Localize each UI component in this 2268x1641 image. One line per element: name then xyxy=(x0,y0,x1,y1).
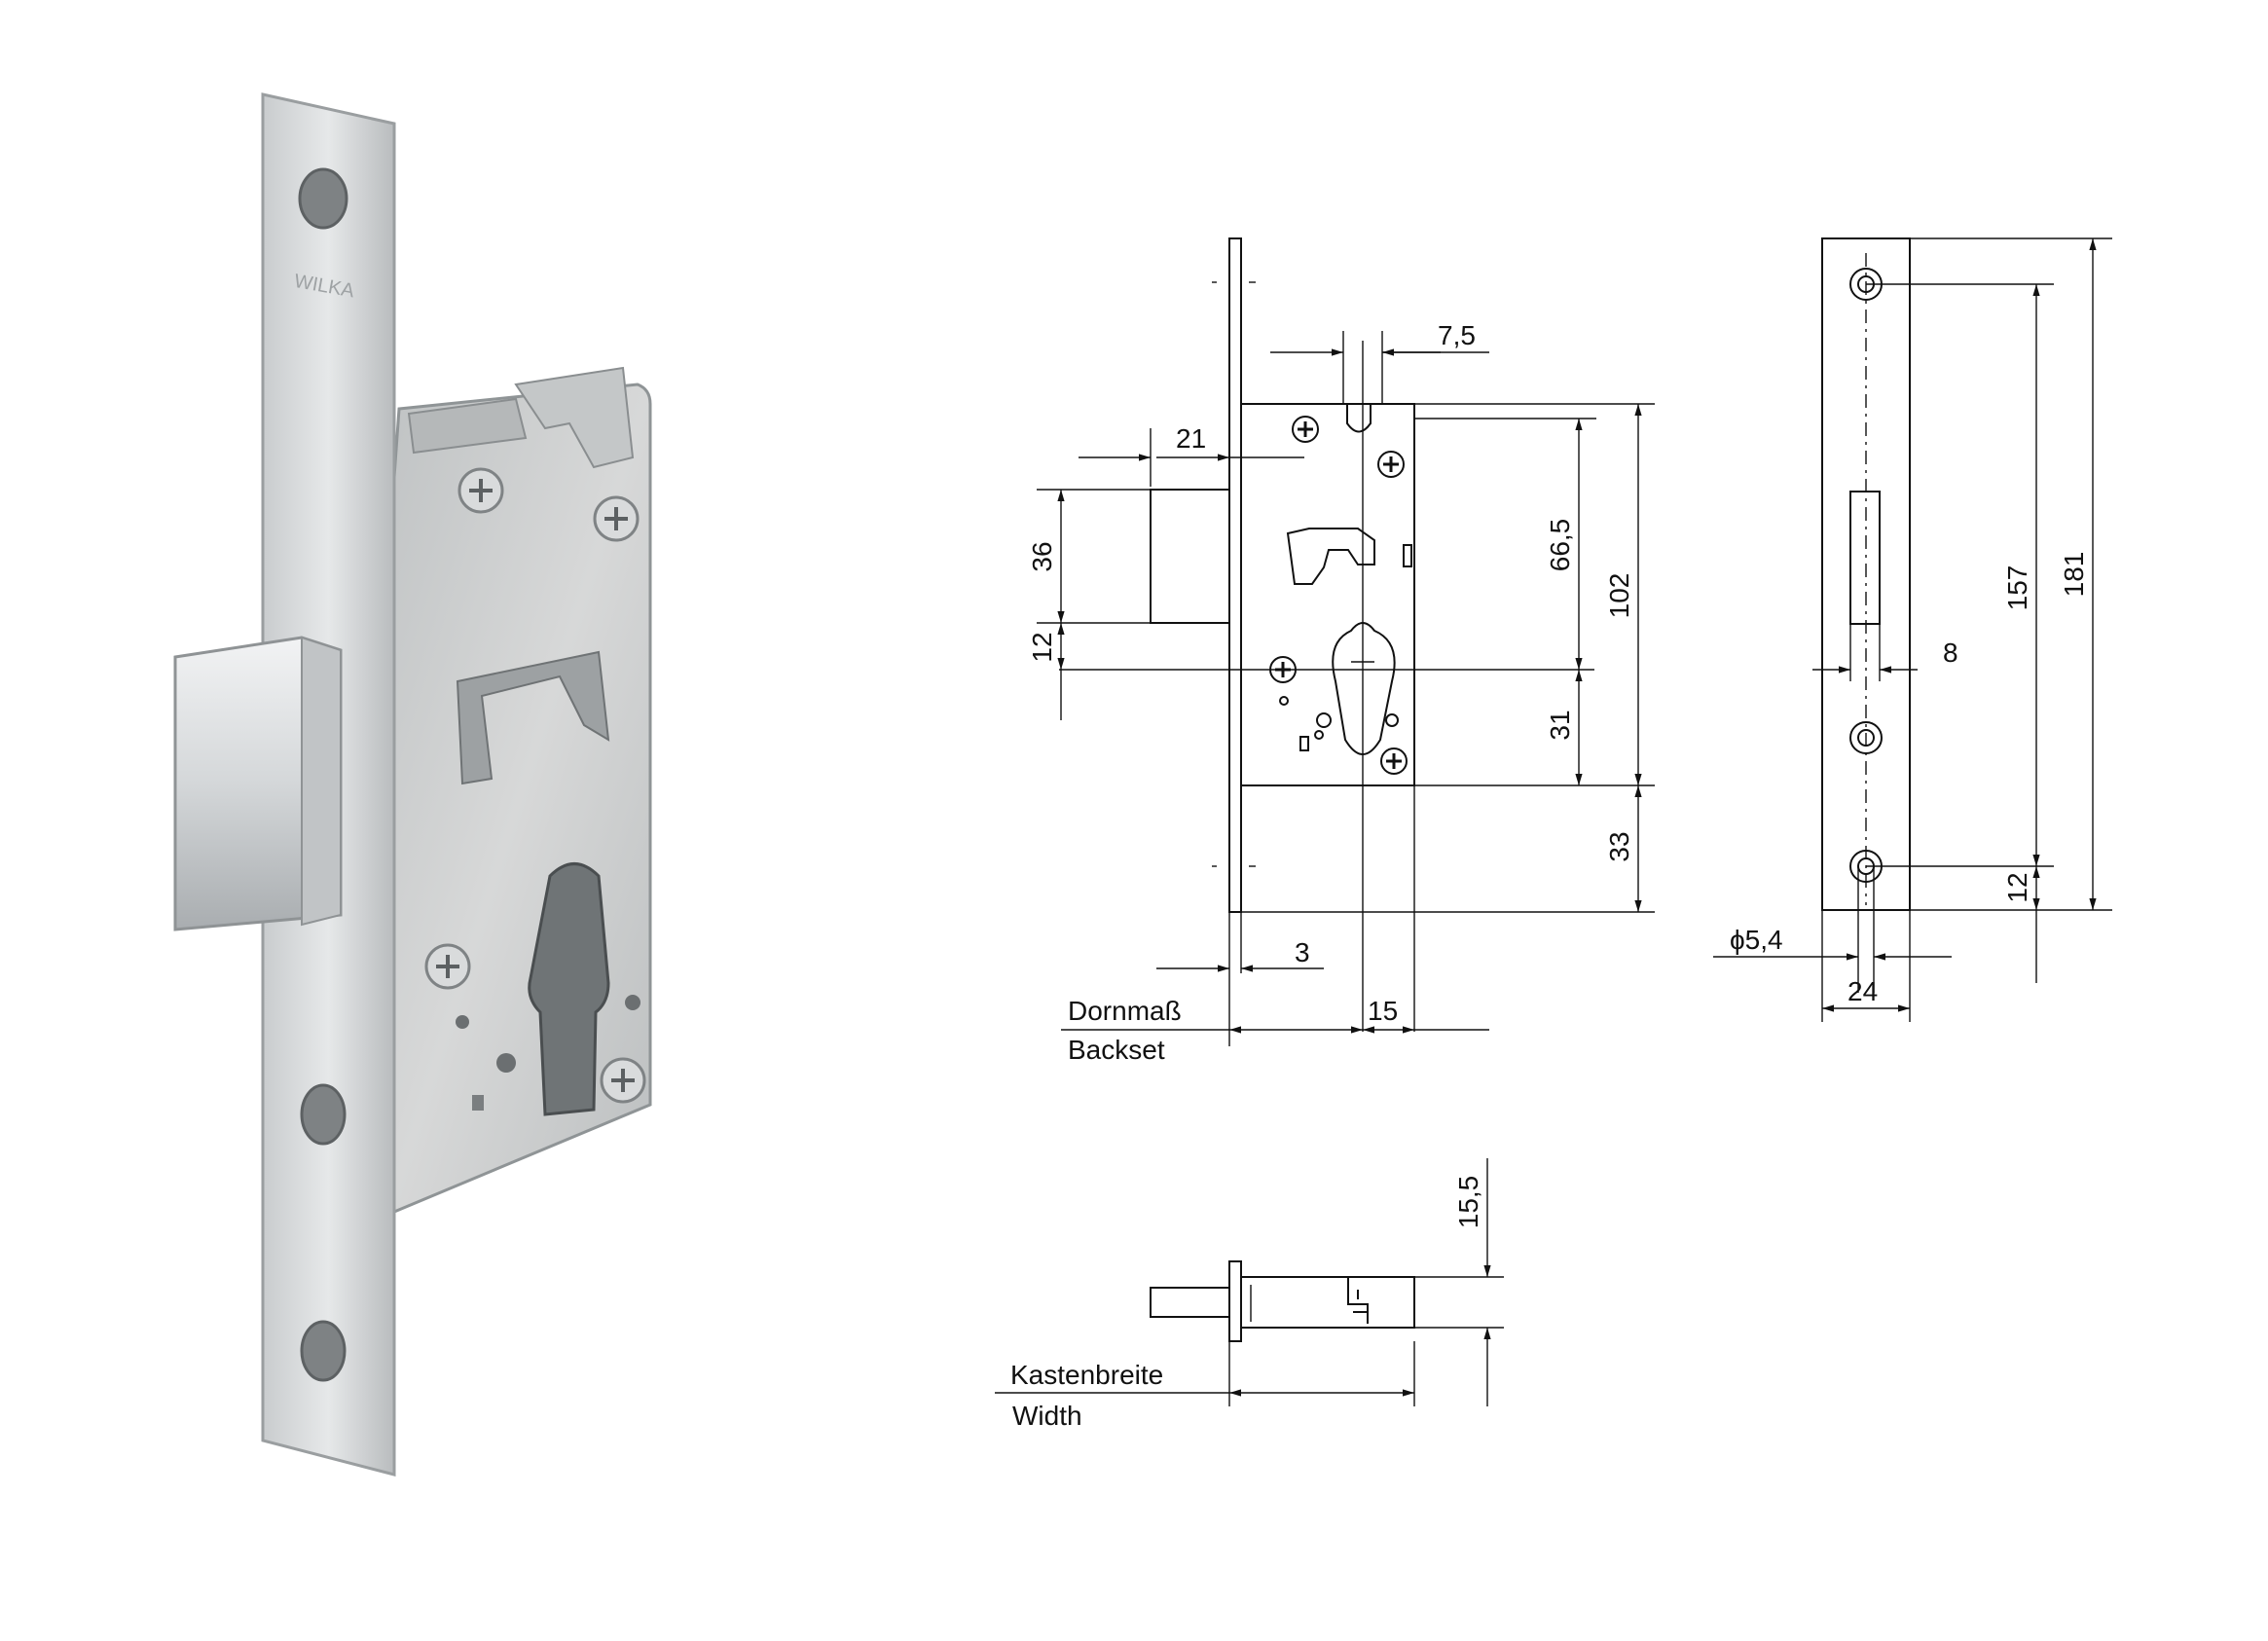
dim-faceplate-slot-width: 8 xyxy=(1943,638,1958,668)
lock-photo: WILKA xyxy=(173,92,652,1477)
dim-faceplate-thickness: 3 xyxy=(1295,937,1310,967)
label-width-de: Kastenbreite xyxy=(1010,1360,1163,1390)
top-case xyxy=(1240,1276,1415,1329)
dim-bolt-throw: 21 xyxy=(1176,423,1206,454)
dim-case-thickness: 15,5 xyxy=(1453,1176,1483,1229)
dim-case-upper: 66,5 xyxy=(1545,519,1575,572)
top-bolt xyxy=(1150,1287,1230,1318)
latch-opening xyxy=(456,650,610,785)
screw-icon xyxy=(457,467,504,514)
faceplate-bolt-slot xyxy=(1849,491,1881,625)
faceplate-side xyxy=(1228,237,1242,913)
screw-icon xyxy=(600,1057,646,1104)
screw-icon xyxy=(1377,451,1405,478)
dim-case-bottom: 33 xyxy=(1604,831,1634,861)
front-view-drawing: 7,5 21 36 12 66,5 31 102 33 3 xyxy=(1027,237,1655,1065)
screw-icon xyxy=(1380,748,1408,775)
label-backset-en: Backset xyxy=(1068,1035,1165,1065)
dim-faceplate-width: 24 xyxy=(1847,976,1878,1006)
cylinder-keyhole xyxy=(1332,622,1396,755)
dim-faceplate-length: 181 xyxy=(2059,552,2089,598)
dim-case-height: 102 xyxy=(1604,573,1634,619)
screw-icon xyxy=(593,495,640,542)
top-faceplate xyxy=(1228,1260,1242,1342)
label-backset-de: Dornmaß xyxy=(1068,996,1182,1026)
dim-hole-end: 12 xyxy=(2002,872,2032,902)
bolt-outline xyxy=(1150,489,1230,624)
dim-hole-diameter: ϕ5,4 xyxy=(1730,925,1783,955)
dim-bolt-height: 36 xyxy=(1027,541,1057,571)
case-top-tab xyxy=(514,366,635,469)
faceplate-hole xyxy=(300,1320,347,1382)
screw-icon xyxy=(1292,416,1319,443)
dim-case-lower: 31 xyxy=(1545,710,1575,740)
faceplate-hole xyxy=(300,1083,347,1146)
dim-backset: 15 xyxy=(1368,996,1398,1026)
faceplate-hole-icon xyxy=(1849,721,1883,754)
dim-hole-spacing: 157 xyxy=(2002,565,2032,611)
case-outline xyxy=(1240,403,1415,786)
faceplate-view-drawing: 8 157 181 12 ϕ5,4 24 xyxy=(1713,237,2112,1022)
dim-cylinder-slot: 7,5 xyxy=(1438,320,1476,350)
top-view-drawing: 15,5 Kastenbreite Width xyxy=(995,1158,1504,1431)
cylinder-profile xyxy=(528,862,610,1116)
faceplate-hole xyxy=(298,167,348,230)
label-width-en: Width xyxy=(1012,1401,1082,1431)
latch-outline xyxy=(1286,528,1375,585)
screw-icon xyxy=(424,943,471,990)
dim-bolt-offset: 12 xyxy=(1027,632,1057,662)
faceplate-outline xyxy=(1821,237,1911,911)
